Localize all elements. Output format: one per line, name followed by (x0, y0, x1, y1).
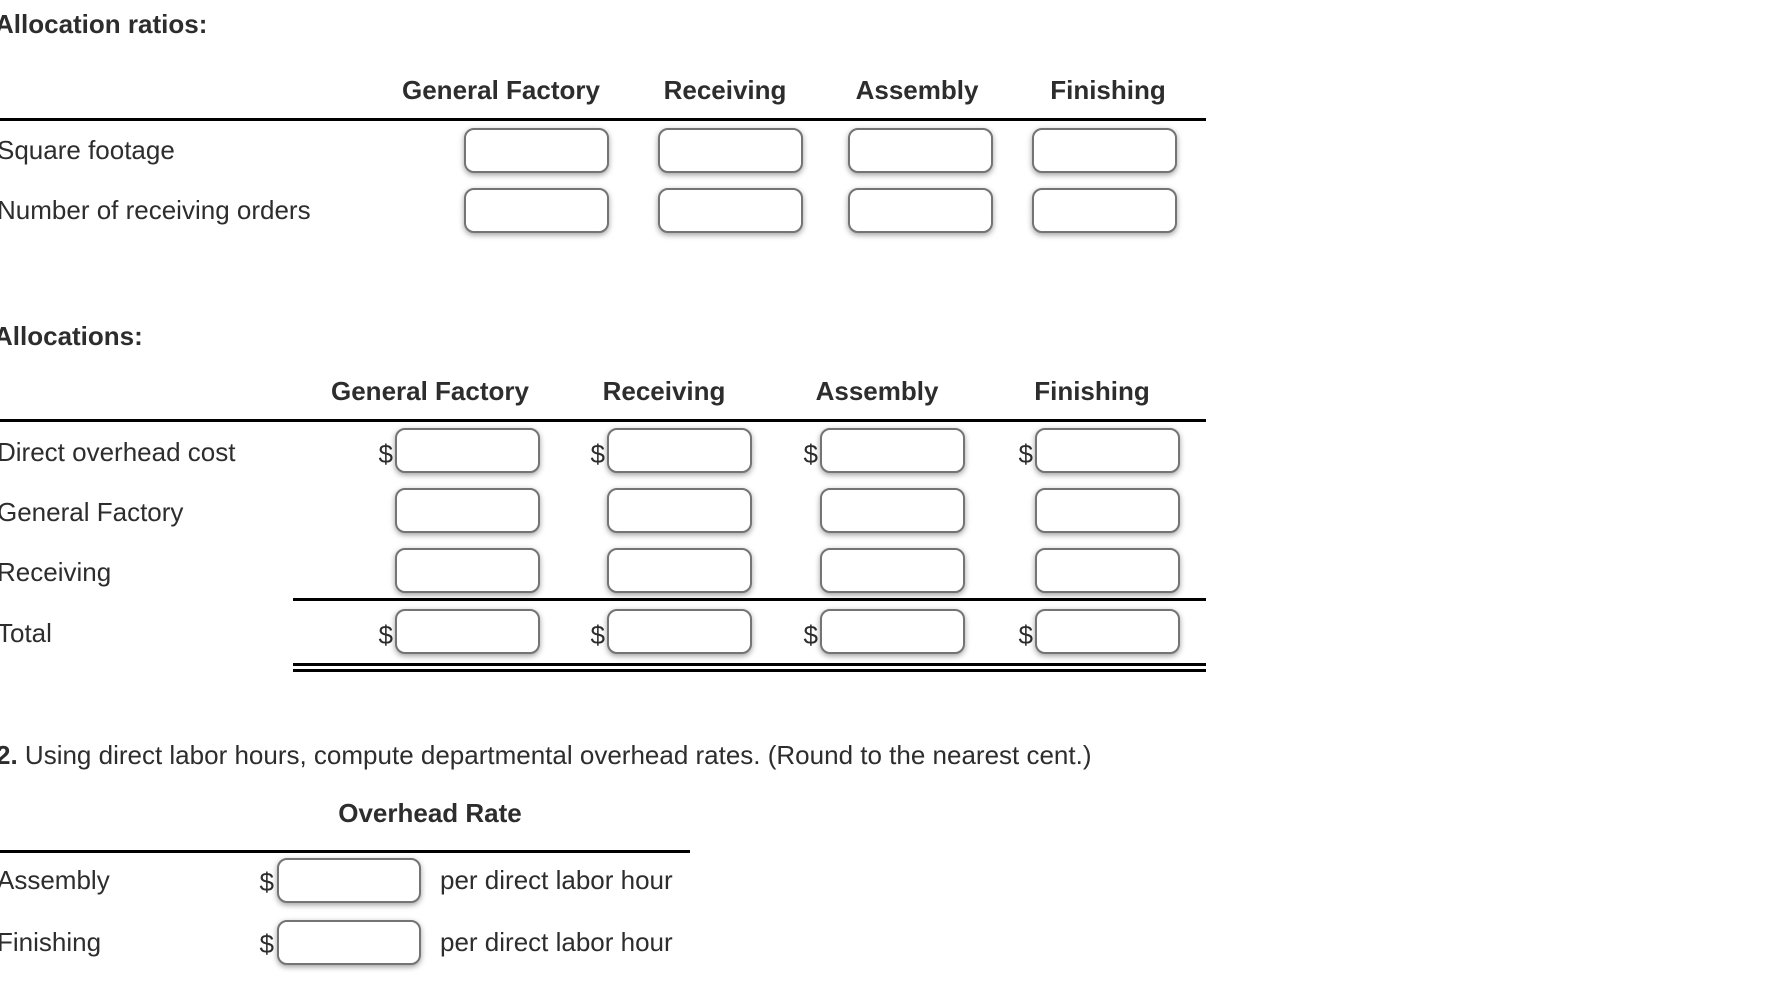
allocations-receiving-general-factory-input[interactable] (395, 548, 540, 593)
ratios-header-rule (0, 118, 1206, 121)
ratios-receiving-orders-general-factory-input[interactable] (464, 188, 609, 233)
currency-symbol: $ (1018, 620, 1033, 650)
ratios-col-general-factory: General Factory (402, 75, 600, 105)
ratios-receiving-orders-receiving-input[interactable] (658, 188, 803, 233)
currency-symbol: $ (378, 620, 393, 650)
allocations-subtotal-rule (293, 598, 1206, 601)
ratios-square-footage-general-factory-input[interactable] (464, 128, 609, 173)
allocations-general-factory-receiving-input[interactable] (607, 488, 752, 533)
currency-symbol: $ (259, 929, 274, 959)
ratios-row-label-square-footage: Square footage (0, 135, 175, 165)
allocations-heading: Allocations: (0, 321, 143, 351)
allocations-row-label-total: Total (0, 618, 52, 648)
ratios-square-footage-assembly-input[interactable] (848, 128, 993, 173)
allocations-row-label-receiving: Receiving (0, 557, 112, 587)
currency-symbol: $ (590, 439, 605, 469)
question-2: 2. Using direct labor hours, compute dep… (0, 742, 1092, 769)
allocations-general-factory-assembly-input[interactable] (820, 488, 965, 533)
overhead-finishing-rate-input[interactable] (277, 920, 421, 965)
overhead-assembly-rate-input[interactable] (277, 858, 421, 903)
allocations-col-general-factory: General Factory (331, 376, 529, 406)
allocations-total-receiving-input[interactable] (607, 609, 752, 654)
allocations-direct-overhead-general-factory-input[interactable] (395, 428, 540, 473)
allocations-receiving-finishing-input[interactable] (1035, 548, 1180, 593)
currency-symbol: $ (259, 867, 274, 897)
currency-symbol: $ (590, 620, 605, 650)
ratios-col-finishing: Finishing (1050, 75, 1166, 105)
allocations-col-receiving: Receiving (602, 376, 726, 406)
allocations-header-rule (0, 419, 1206, 422)
allocations-row-label-general-factory: General Factory (0, 497, 184, 527)
overhead-rate-header: Overhead Rate (338, 798, 522, 828)
ratios-square-footage-finishing-input[interactable] (1032, 128, 1177, 173)
allocation-ratios-heading: Allocation ratios: (0, 9, 208, 39)
overhead-row-label-assembly: Assembly (0, 865, 110, 895)
allocations-direct-overhead-assembly-input[interactable] (820, 428, 965, 473)
ratios-square-footage-receiving-input[interactable] (658, 128, 803, 173)
allocations-col-assembly: Assembly (815, 376, 939, 406)
allocations-direct-overhead-finishing-input[interactable] (1035, 428, 1180, 473)
ratios-receiving-orders-finishing-input[interactable] (1032, 188, 1177, 233)
allocations-row-label-direct-overhead-cost: Direct overhead cost (0, 437, 236, 467)
currency-symbol: $ (378, 439, 393, 469)
question-2-text: Using direct labor hours, compute depart… (17, 740, 1092, 770)
allocations-receiving-assembly-input[interactable] (820, 548, 965, 593)
allocations-direct-overhead-receiving-input[interactable] (607, 428, 752, 473)
ratios-receiving-orders-assembly-input[interactable] (848, 188, 993, 233)
allocations-general-factory-general-factory-input[interactable] (395, 488, 540, 533)
currency-symbol: $ (803, 439, 818, 469)
allocations-col-finishing: Finishing (1034, 376, 1150, 406)
currency-symbol: $ (1018, 439, 1033, 469)
ratios-col-receiving: Receiving (663, 75, 787, 105)
currency-symbol: $ (803, 620, 818, 650)
overhead-finishing-suffix: per direct labor hour (440, 927, 673, 957)
allocations-total-general-factory-input[interactable] (395, 609, 540, 654)
ratios-row-label-receiving-orders: Number of receiving orders (0, 195, 311, 225)
allocations-total-double-rule (293, 663, 1206, 672)
allocations-receiving-receiving-input[interactable] (607, 548, 752, 593)
overhead-row-label-finishing: Finishing (0, 927, 102, 957)
allocations-total-assembly-input[interactable] (820, 609, 965, 654)
allocations-total-finishing-input[interactable] (1035, 609, 1180, 654)
ratios-col-assembly: Assembly (855, 75, 979, 105)
allocations-general-factory-finishing-input[interactable] (1035, 488, 1180, 533)
question-2-number: 2. (0, 740, 18, 770)
overhead-rate-header-rule (0, 850, 690, 853)
overhead-assembly-suffix: per direct labor hour (440, 865, 673, 895)
